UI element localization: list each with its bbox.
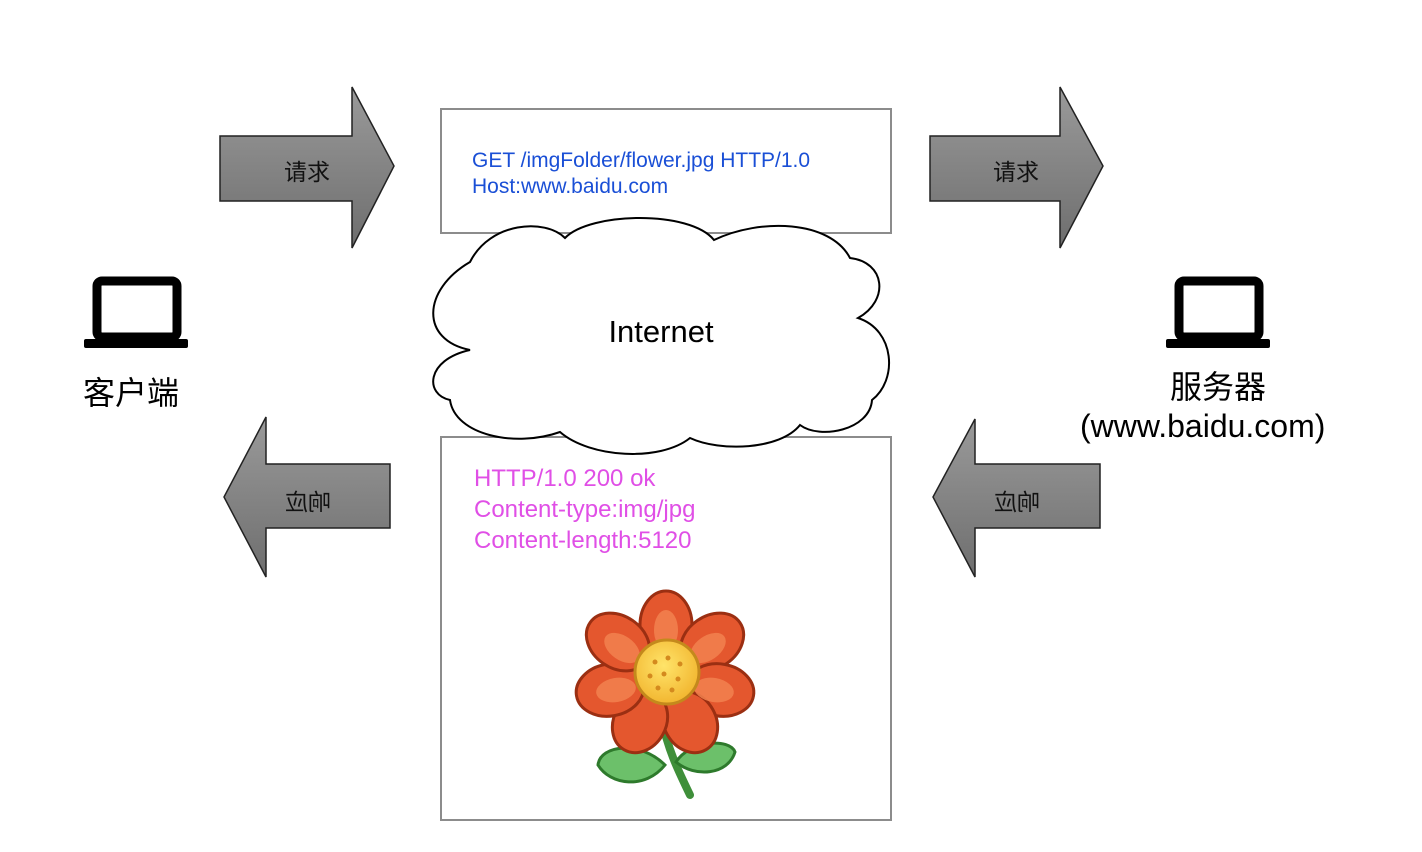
request-arrow-left-label: 请求	[284, 159, 330, 185]
response-line-3: Content-length:5120	[474, 527, 692, 554]
response-line-2: Content-type:img/jpg	[474, 496, 696, 523]
response-line-1: HTTP/1.0 200 ok	[474, 465, 656, 492]
request-arrow-left	[219, 86, 395, 249]
response-box: HTTP/1.0 200 ok Content-type:img/jpg Con…	[440, 436, 892, 821]
laptop-icon	[84, 276, 188, 348]
request-arrow-right-label: 请求	[993, 159, 1039, 185]
laptop-icon	[1166, 276, 1270, 348]
internet-label: Internet	[608, 314, 714, 349]
request-box: GET /imgFolder/flower.jpg HTTP/1.0 Host:…	[440, 108, 892, 234]
response-arrow-right-label: 响应	[994, 489, 1040, 515]
response-arrow-right	[932, 418, 1101, 578]
request-line-2: Host:www.baidu.com	[472, 175, 669, 198]
server-domain-label: (www.baidu.com)	[1080, 408, 1326, 444]
response-arrow-left	[223, 416, 391, 578]
response-arrow-left-label: 响应	[285, 489, 331, 515]
server-label: 服务器	[1170, 369, 1267, 405]
request-arrow-right	[929, 86, 1104, 249]
request-line-1: GET /imgFolder/flower.jpg HTTP/1.0	[472, 149, 811, 172]
client-label: 客户端	[83, 375, 180, 411]
